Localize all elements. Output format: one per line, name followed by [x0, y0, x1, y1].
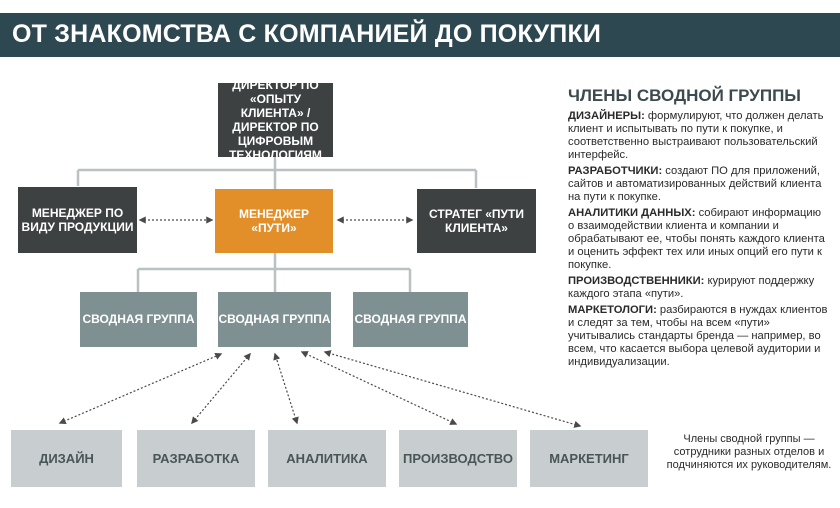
arrow-dev-to-group: [191, 352, 251, 425]
legend-item-designers: ДИЗАЙНЕРЫ: формулируют, что должен делат…: [568, 110, 830, 162]
legend-text: создают ПО для приложений, сайтов и авто…: [568, 164, 822, 203]
legend-panel: ЧЛЕНЫ СВОДНОЙ ГРУППЫ ДИЗАЙНЕРЫ: формулир…: [568, 86, 830, 372]
legend-item-developers: РАЗРАБОТЧИКИ: создают ПО для приложений,…: [568, 165, 830, 204]
page-title: ОТ ЗНАКОМСТВА С КОМПАНИЕЙ ДО ПОКУПКИ: [12, 20, 602, 48]
title-banner: ОТ ЗНАКОМСТВА С КОМПАНИЕЙ ДО ПОКУПКИ: [0, 13, 840, 57]
department-analytics: АНАЛИТИКА: [268, 430, 386, 487]
arrow-design-to-group: [58, 352, 223, 425]
legend-item-production: ПРОИЗВОДСТВЕННИКИ: курируют поддержку ка…: [568, 275, 830, 301]
arrow-marketing-to-group: [323, 350, 582, 428]
department-marketing: МАРКЕТИНГ: [530, 430, 648, 487]
department-production: ПРОИЗВОДСТВО: [399, 430, 517, 487]
arrow-production-to-group: [300, 351, 458, 425]
legend-term: ПРОИЗВОДСТВЕННИКИ:: [568, 274, 705, 287]
legend-title: ЧЛЕНЫ СВОДНОЙ ГРУППЫ: [568, 86, 801, 105]
footnote: Члены сводной группы — сотрудники разных…: [666, 433, 832, 472]
legend-term: РАЗРАБОТЧИКИ:: [568, 164, 663, 177]
journey-strategist-box: СТРАТЕГ «ПУТИ КЛИЕНТА»: [417, 189, 536, 253]
department-development: РАЗРАБОТКА: [137, 430, 255, 487]
legend-term: МАРКЕТОЛОГИ:: [568, 303, 657, 316]
department-design: ДИЗАЙН: [11, 430, 122, 487]
group-box-2: СВОДНАЯ ГРУППА: [218, 292, 331, 347]
legend-item-marketers: МАРКЕТОЛОГИ: разбираются в нуждах клиент…: [568, 304, 830, 369]
legend-text: собирают информацию о взаимодействии кли…: [568, 206, 825, 271]
group-box-1: СВОДНАЯ ГРУППА: [80, 292, 197, 347]
arrow-analytics-to-group: [273, 352, 299, 425]
legend-text: формулируют, что должен делать клиент и …: [568, 110, 824, 161]
legend-text: разбираются в нуждах клиентов и следят з…: [568, 303, 828, 368]
legend-text: курируют поддержку каждого этапа «пути».: [568, 274, 815, 300]
legend-term: АНАЛИТИКИ ДАННЫХ:: [568, 206, 696, 219]
product-manager-box: МЕНЕДЖЕР ПО ВИДУ ПРОДУКЦИИ: [18, 187, 137, 253]
director-box: ДИРЕКТОР ПО «ОПЫТУ КЛИЕНТА» / ДИРЕКТОР П…: [218, 78, 333, 162]
group-box-3: СВОДНАЯ ГРУППА: [353, 292, 468, 347]
legend-item-analysts: АНАЛИТИКИ ДАННЫХ: собирают информацию о …: [568, 207, 830, 272]
journey-manager-box: МЕНЕДЖЕР «ПУТИ»: [215, 189, 333, 253]
legend-term: ДИЗАЙНЕРЫ:: [568, 110, 645, 122]
